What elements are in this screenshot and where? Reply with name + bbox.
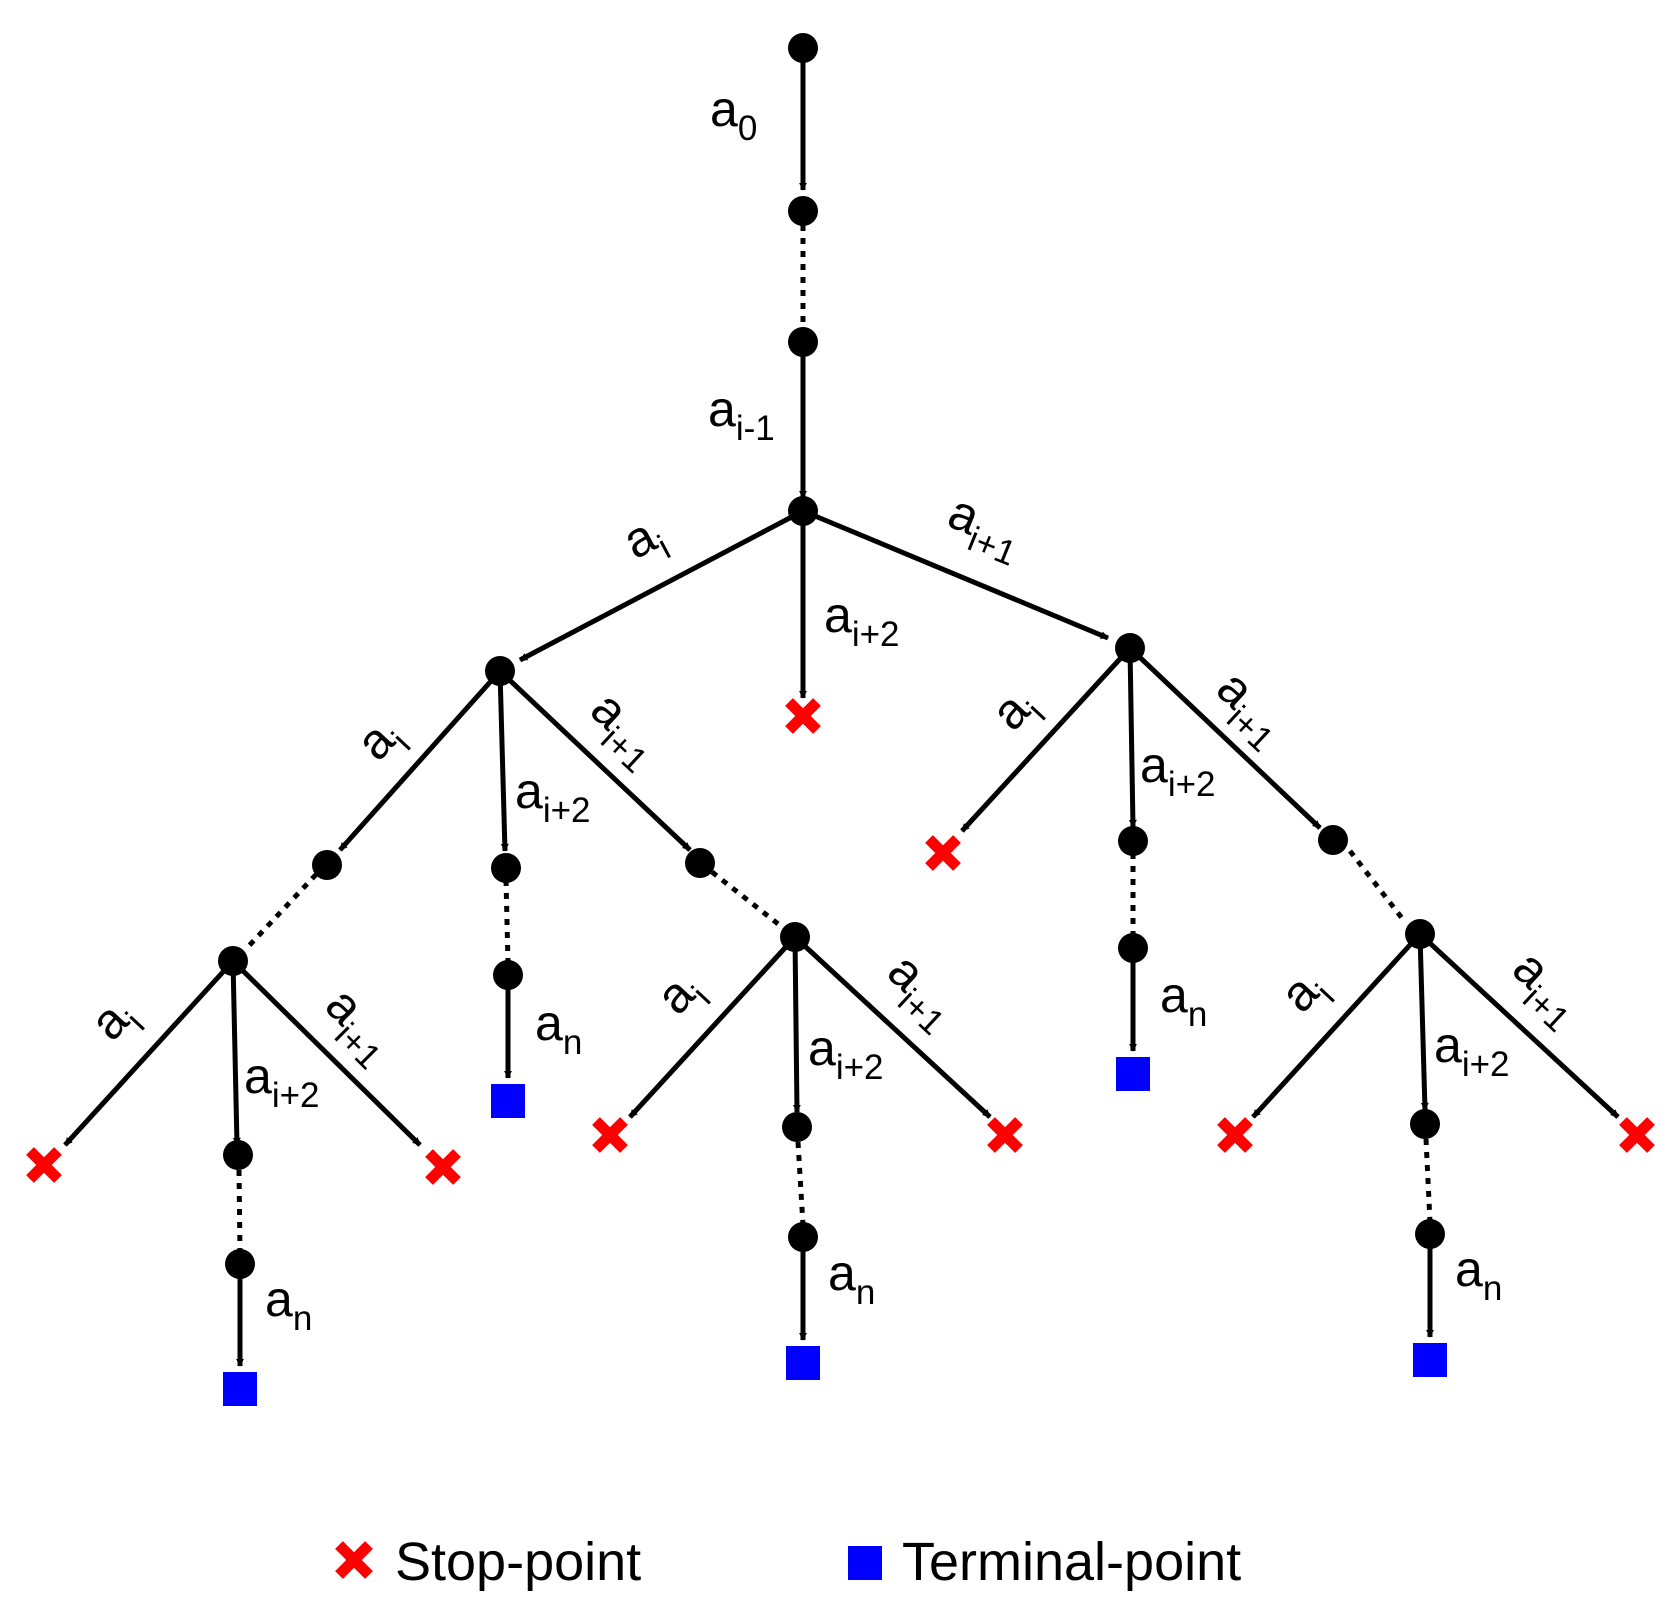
label-H-middle: ai+2 [808,1020,884,1087]
blue-square-icon [1116,1057,1150,1091]
edge-L-right [1418,932,1620,1119]
node-K2 [1318,825,1348,855]
label-J-an: an [1160,967,1207,1034]
label-L1-middle: ai+2 [824,587,900,654]
dotted-K2-L [1348,849,1407,924]
label-H-right: ai+1 [870,942,971,1042]
node-M [1415,1219,1445,1249]
edge-A-right [498,669,692,852]
label-A-right: ai+1 [573,680,674,780]
legend-stop-icon [335,1541,373,1579]
node-im1-start [788,327,818,357]
edge-H-right [793,935,992,1119]
edge-L1-right [802,508,1109,641]
legend-terminal-label: Terminal-point [902,1532,1241,1592]
stop-points [26,698,1655,1185]
node-C [312,850,342,880]
label-G-an: an [535,995,582,1062]
node-a0-end [788,196,818,226]
blue-square-icon [491,1084,525,1118]
label-E-middle: ai+2 [244,1048,320,1115]
edge-L-middle [1417,933,1429,1111]
node-L2 [1410,1109,1440,1139]
label-A-middle: ai+2 [515,763,591,830]
legend: Stop-point Terminal-point [335,1532,1241,1592]
red-cross-icon [26,1147,62,1183]
node-L [1405,919,1435,949]
dotted-H2-I [795,1141,806,1226]
node-I [788,1222,818,1252]
node-branch [788,496,818,526]
red-cross-icon [592,1117,628,1153]
blue-square-icon [1413,1343,1447,1377]
edge-L1-left [518,508,805,663]
edge-H-left [628,935,797,1119]
label-L1-right: ai+1 [937,483,1032,573]
label-E-left: ai [79,986,152,1058]
edge-A-middle [497,670,509,852]
edges [63,48,1620,1367]
label-L1-left: ai [614,504,677,580]
node-J1 [1118,826,1148,856]
node-J [1118,933,1148,963]
edge-B-right [1128,646,1322,830]
node-D [491,853,521,883]
legend-stop-label: Stop-point [395,1532,641,1592]
node-F [225,1249,255,1279]
terminal-points [223,1057,1447,1406]
dotted-E2-F [236,1169,243,1253]
edge-E-right [231,959,422,1147]
label-L-right: ai+1 [1495,939,1596,1039]
label-B-right: ai+1 [1199,659,1300,759]
edge-B-middle [1127,647,1137,828]
label-L-left: ai [1269,958,1342,1030]
red-cross-icon [987,1117,1023,1153]
dotted-K1-H [710,870,784,929]
edge-E-left [63,959,235,1147]
dotted-D-G [503,879,511,963]
label-B-left: ai [980,676,1053,748]
node-E2 [223,1140,253,1170]
edge-labels: a0 ai-1 ai ai+2 ai+1 ai ai+2 ai+1 ai ai+… [79,81,1596,1338]
label-F-an: an [265,1271,312,1338]
label-L-middle: ai+2 [1434,1017,1510,1084]
edge-E-middle [230,960,241,1146]
label-A-left: ai [345,706,418,778]
red-cross-icon [785,698,821,734]
node-A [485,656,515,686]
node-E [218,946,248,976]
label-B-middle: ai+2 [1140,737,1216,804]
label-a-im1: ai-1 [708,381,775,448]
node-K1 [685,848,715,878]
label-M-an: an [1455,1241,1502,1308]
node-G [493,960,523,990]
red-cross-icon [425,1149,461,1185]
edge-H-middle [792,936,801,1113]
label-E-right: ai+1 [307,976,408,1077]
label-H-left: ai [645,960,718,1032]
label-I-an: an [828,1245,875,1312]
legend-terminal-icon [848,1546,882,1580]
node-H [780,922,810,952]
edge-L-left [1251,932,1422,1119]
label-a0: a0 [710,81,757,148]
dotted-segments [236,225,1433,1253]
dotted-L2-M [1423,1138,1433,1223]
dotted-C-E [243,863,327,952]
node-H2 [782,1112,812,1142]
node-B [1115,633,1145,663]
red-cross-icon [1619,1117,1655,1153]
red-cross-icon [1217,1117,1253,1153]
red-cross-icon [925,835,961,871]
nodes [218,33,1445,1279]
edge-B-left [960,646,1132,833]
blue-square-icon [223,1372,257,1406]
node-root [788,33,818,63]
blue-square-icon [786,1346,820,1380]
edge-A-left [338,669,502,852]
